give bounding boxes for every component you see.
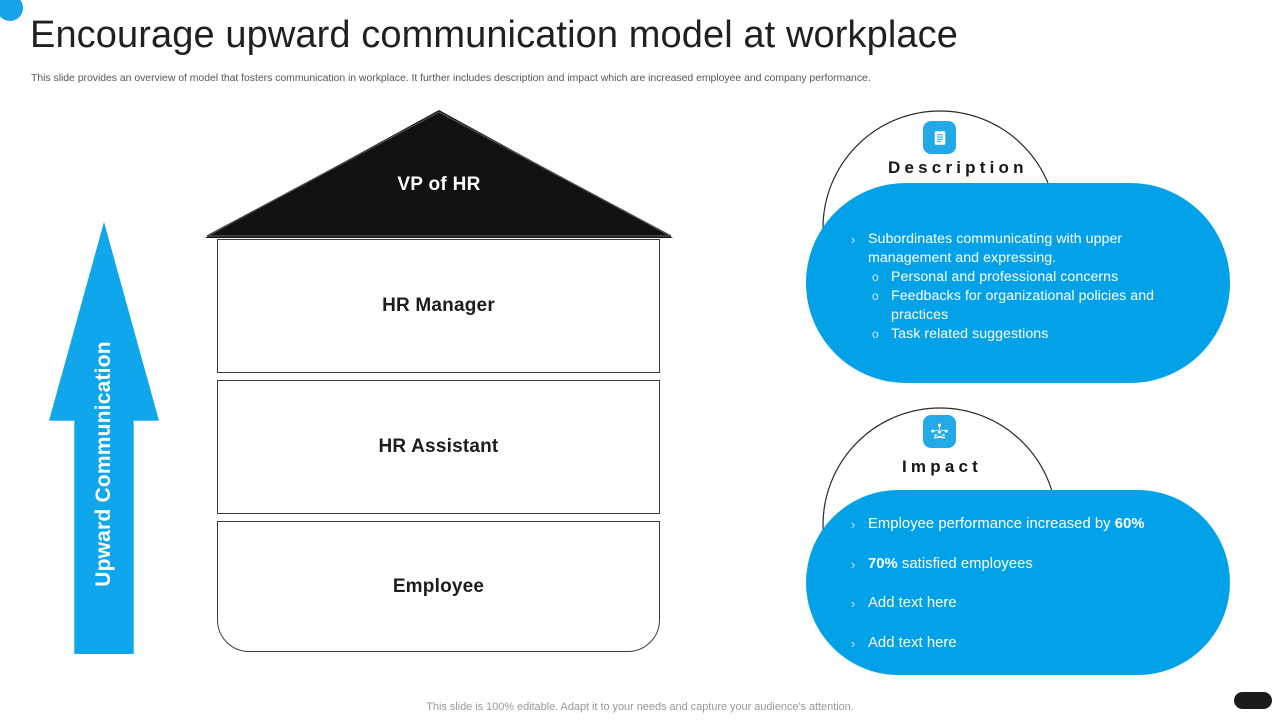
pyramid-tier-label: Employee [392,575,485,597]
bullet-text: Feedbacks for organizational policies an… [891,288,1155,323]
pyramid-apex-label: VP of HR [397,174,481,195]
bullet-chevron-icon: › [851,635,856,651]
list-item: › Add text here [851,594,1201,613]
list-item: › 70% satisfied employees [851,555,1201,574]
list-item: o Personal and professional concerns [851,268,1191,287]
pyramid-apex: VP of HR [205,110,673,238]
bullet-text-lead: Employee performance increased by [868,516,1115,532]
bullet-circle-icon: o [872,327,879,341]
bullet-text-highlight: 60% [1114,516,1145,532]
impact-card: Impact › Employee performance increased … [806,405,1236,680]
list-item: › Subordinates communicating with upper … [851,230,1191,268]
page-subtitle: This slide provides an overview of model… [31,72,871,84]
pyramid-tier-hr-assistant: HR Assistant [217,380,660,514]
list-item: › Add text here [851,634,1201,653]
bullet-circle-icon: o [872,270,879,284]
bullet-text: Employee performance increased by 60% [868,515,1145,534]
list-item: o Feedbacks for organizational policies … [851,287,1191,325]
bullet-chevron-icon: › [851,556,856,572]
arrow-label: Upward Communication [92,341,115,587]
description-pill [806,183,1230,383]
bullet-chevron-icon: › [851,517,856,532]
bullet-chevron-icon: › [851,596,856,611]
bullet-circle-icon: o [872,289,879,303]
document-icon [923,121,956,154]
network-people-icon [923,415,956,448]
footer-note: This slide is 100% editable. Adapt it to… [426,701,854,713]
description-bullets: › Subordinates communicating with upper … [851,230,1191,344]
brand-dot-icon [0,0,23,21]
upward-communication-arrow: Upward Communication [49,222,159,654]
bullet-text-highlight: 70% [868,555,898,572]
description-heading: Description [888,158,1028,177]
impact-heading: Impact [902,457,982,476]
list-item: › Employee performance increased by 60% [851,515,1201,534]
footer-pill-badge [1234,692,1272,709]
pyramid-tier-employee: Employee [217,521,660,652]
impact-pill [806,490,1230,675]
bullet-text: 70% satisfied employees [868,555,1033,574]
bullet-text-tail: satisfied employees [897,555,1033,572]
description-card: Description › Subordinates communicating… [806,108,1236,383]
impact-bullets: › Employee performance increased by 60% … [851,515,1201,653]
pyramid-tier-label: HR Assistant [378,436,499,457]
page-title: Encourage upward communication model at … [30,14,958,56]
bullet-text: Personal and professional concerns [891,269,1119,285]
bullet-text: Add text here [868,634,957,651]
bullet-text: Add text here [868,595,957,611]
pyramid-tier-hr-manager: HR Manager [217,239,660,373]
list-item: o Task related suggestions [851,325,1191,344]
pyramid-tier-label: HR Manager [382,295,495,316]
bullet-chevron-icon: › [851,232,856,247]
bullet-text: Subordinates communicating with upper ma… [868,231,1123,266]
bullet-text: Task related suggestions [891,326,1049,342]
